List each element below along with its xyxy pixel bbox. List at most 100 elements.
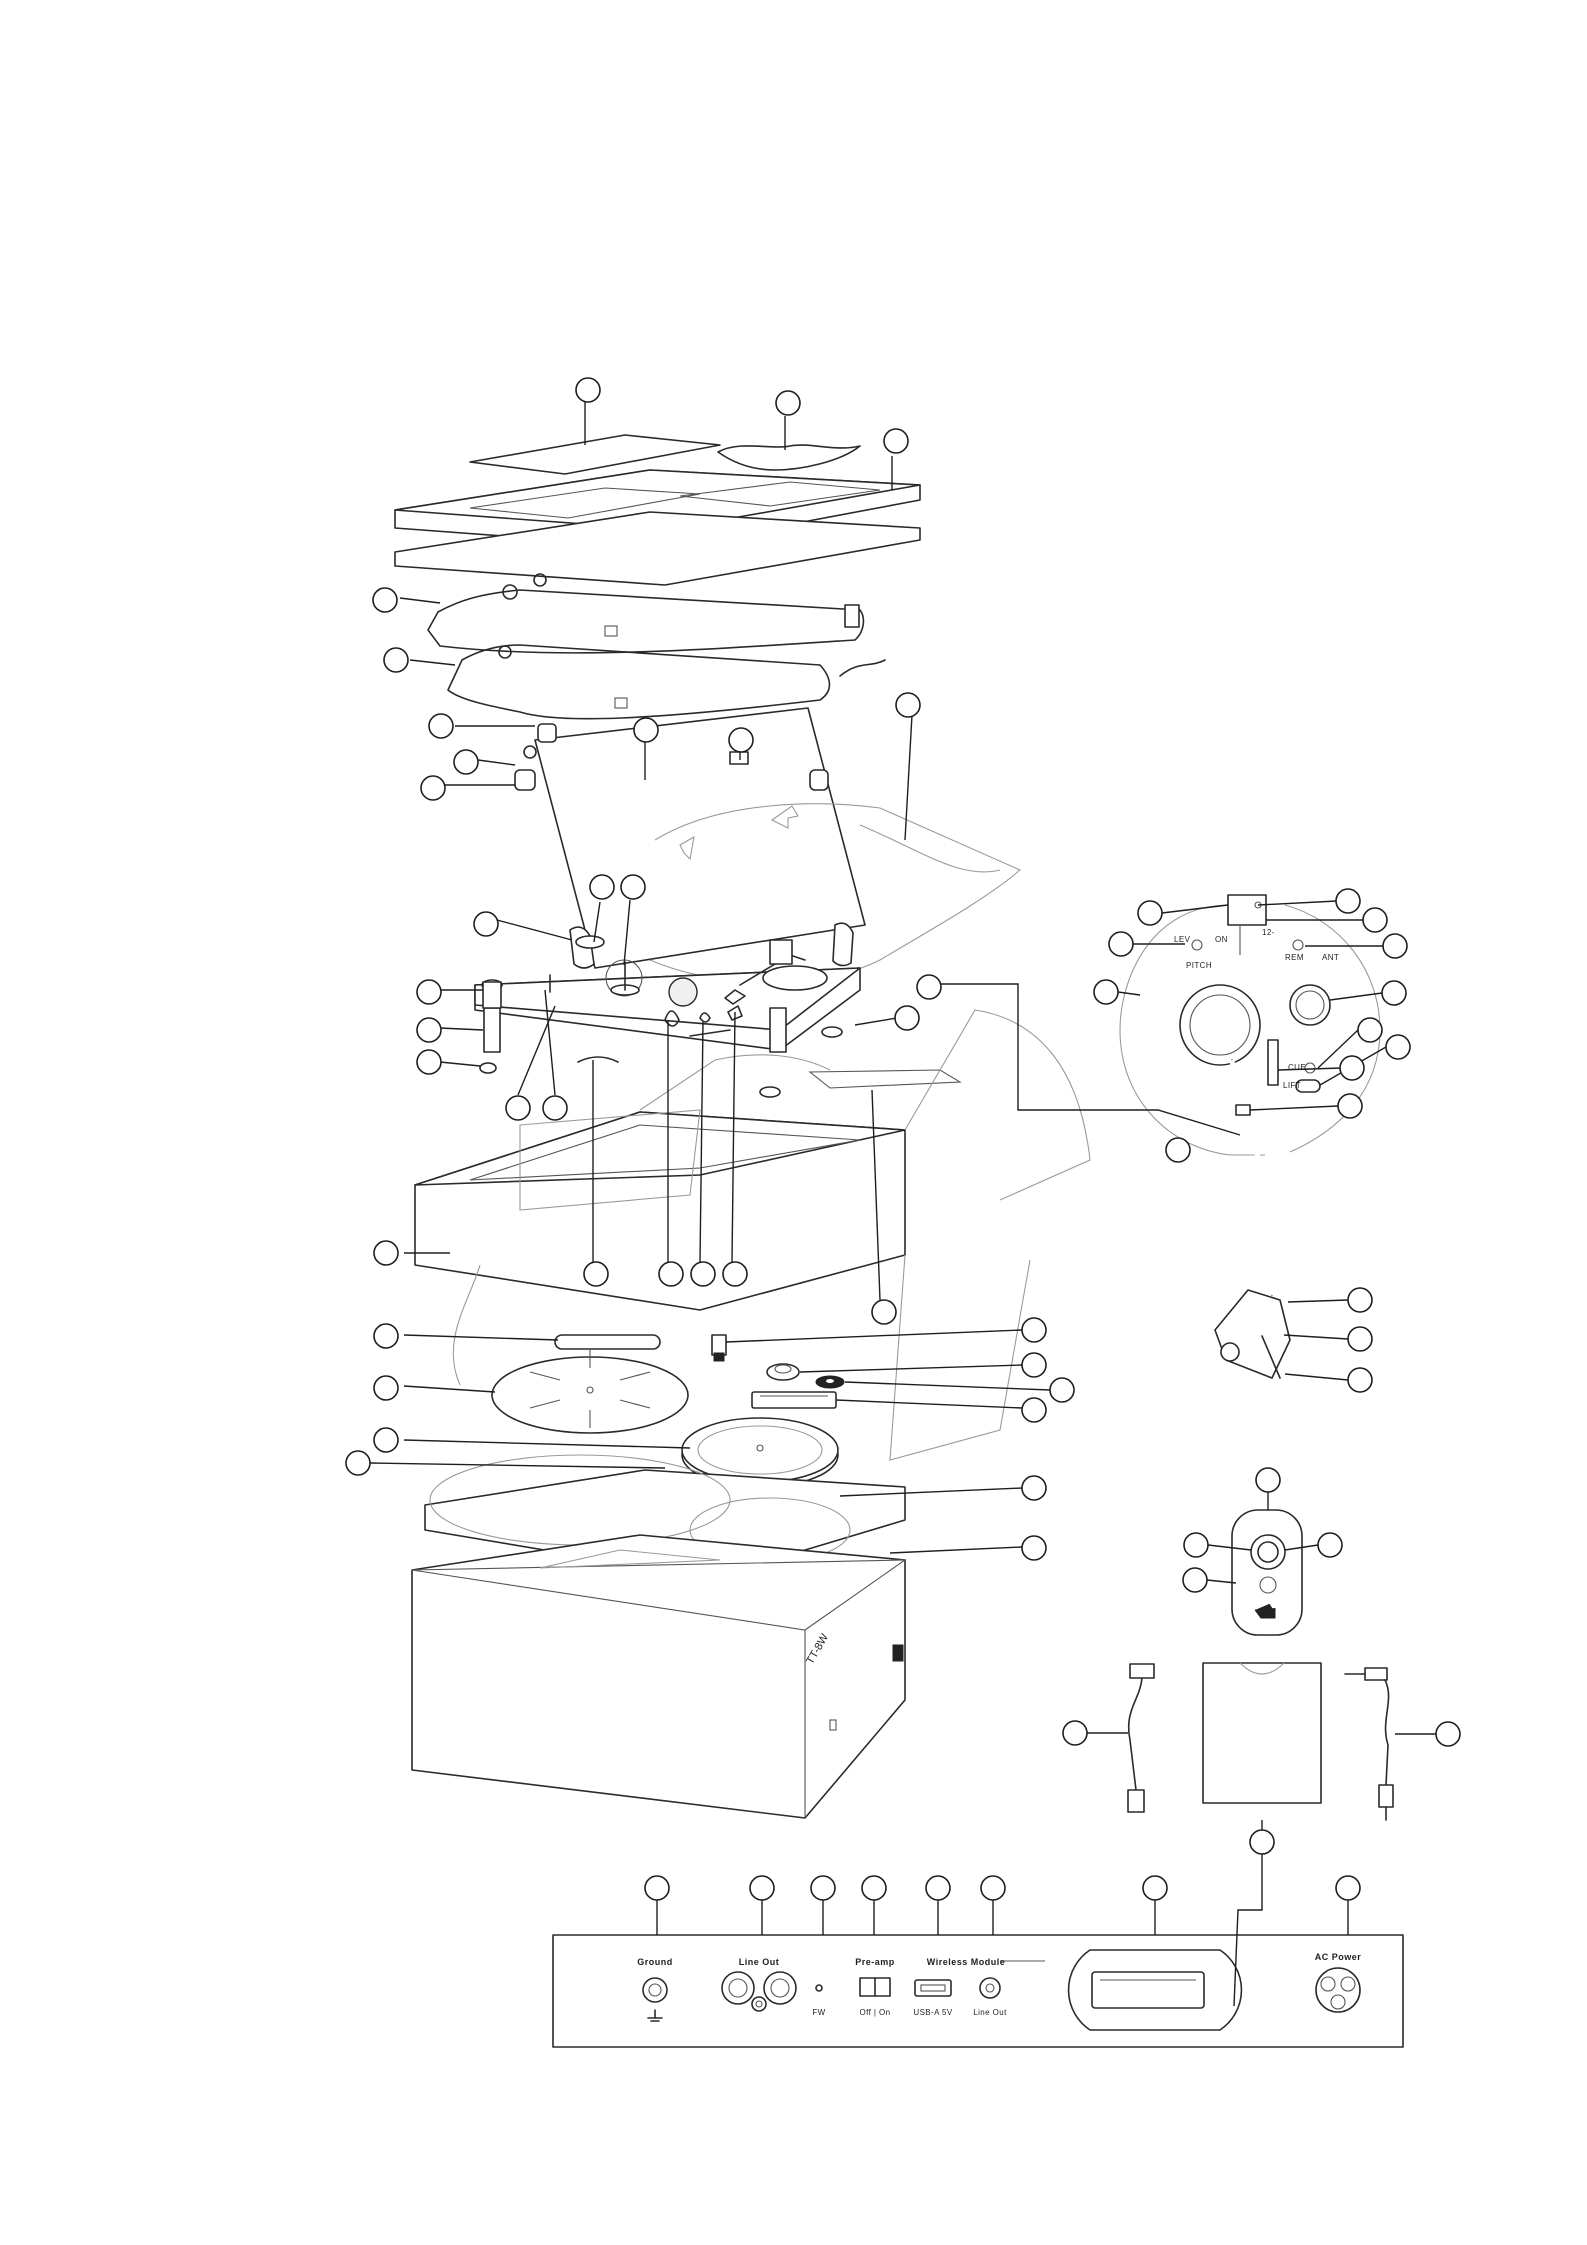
callout [1318,1533,1342,1557]
callout [454,750,478,774]
callout [895,1006,919,1030]
callout [506,1096,530,1120]
slipmat [492,1350,688,1433]
callout [1338,1094,1362,1118]
callout [346,1451,370,1475]
callout [1022,1536,1046,1560]
callout [1022,1353,1046,1377]
callout [776,391,800,415]
callout [1094,980,1118,1004]
tonearm-tube [1215,1060,1290,1378]
callout [811,1876,835,1900]
tonearm-detail: LEV ON 12- PITCH REM ANT CUE LIFT [1120,895,1380,1155]
adapter-45 [816,1376,844,1388]
callout [417,1018,441,1042]
callout [1183,1568,1207,1592]
callout [1184,1533,1208,1557]
callout [872,1300,896,1324]
svg-text:CUE: CUE [1288,1063,1306,1072]
wireless-remote [1232,1510,1302,1635]
callout [1436,1722,1460,1746]
ground-label: Ground [637,1957,673,1967]
callout [896,693,920,717]
callout [659,1262,683,1286]
svg-text:ANT: ANT [1322,953,1339,962]
callout [543,1096,567,1120]
callout [1348,1327,1372,1351]
callout [474,912,498,936]
callout [1340,1056,1364,1080]
callout [1166,1138,1190,1162]
callout [384,648,408,672]
callout [374,1428,398,1452]
callout [981,1876,1005,1900]
callout [374,1241,398,1265]
svg-text:12-: 12- [1262,928,1275,937]
callout [1109,932,1133,956]
svg-text:LEV: LEV [1174,935,1191,944]
callout [884,429,908,453]
callout [1363,908,1387,932]
callout [421,776,445,800]
callout [1336,1876,1360,1900]
belt [752,1392,836,1408]
wireless-module-label: Wireless Module [927,1957,1005,1967]
callout [917,975,941,999]
callout [1382,981,1406,1005]
callout [1358,1018,1382,1042]
cartridge [712,1335,726,1361]
svg-text:REM: REM [1285,953,1304,962]
fw-label: FW [812,2008,825,2017]
callout [1063,1721,1087,1745]
audio-cable [1345,1668,1393,1820]
callout [926,1876,950,1900]
callout [634,718,658,742]
callout [584,1262,608,1286]
callout [862,1876,886,1900]
callout [576,378,600,402]
callout [1348,1288,1372,1312]
ac-power-label: AC Power [1315,1952,1362,1962]
shipping-box: TT-8W [412,1535,905,1818]
wireless-line-out-label: Line Out [973,2008,1007,2017]
callout [417,980,441,1004]
rear-panel [553,1935,1403,2047]
callout [417,1050,441,1074]
usb-cable [1128,1664,1154,1812]
callout [729,728,753,752]
callout [1143,1876,1167,1900]
callout [373,588,397,612]
preamp-label: Pre-amp [855,1957,895,1967]
callout [1336,889,1360,913]
callout [621,875,645,899]
counterweight [767,1364,799,1380]
manual [1203,1663,1321,1803]
callout [1022,1318,1046,1342]
usb-label: USB-A 5V [913,2008,952,2017]
callout [750,1876,774,1900]
callout [429,714,453,738]
callout [1050,1378,1074,1402]
callout [1256,1468,1280,1492]
svg-text:PITCH: PITCH [1186,961,1212,970]
line-out-label: Line Out [739,1957,780,1967]
callout [374,1376,398,1400]
svg-text:LIFT: LIFT [1283,1081,1301,1090]
callout [1022,1398,1046,1422]
callout [1386,1035,1410,1059]
callout [590,875,614,899]
hinge-right [810,770,828,790]
callout [723,1262,747,1286]
cleaning-cloth [718,445,860,470]
svg-text:ON: ON [1215,935,1228,944]
preamp-switch-label: Off | On [860,2008,891,2017]
callout [645,1876,669,1900]
felt-tube [555,1335,660,1349]
foam-insert [415,1070,960,1310]
rca-cable [448,645,885,719]
callout [1138,901,1162,925]
callout [374,1324,398,1348]
callout [1022,1476,1046,1500]
record-card [470,435,720,474]
